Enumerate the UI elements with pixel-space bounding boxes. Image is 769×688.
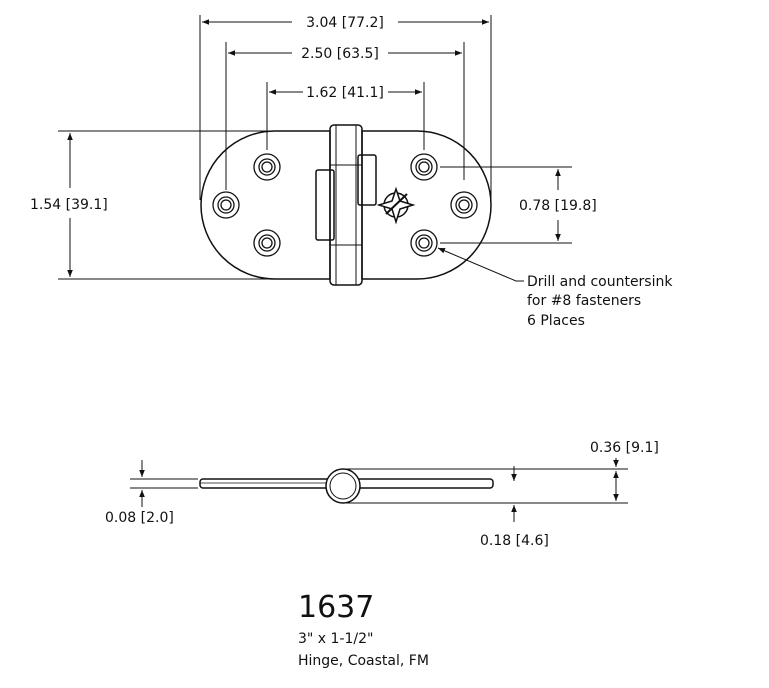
dimension-lines	[58, 15, 572, 282]
side-right-leaf	[349, 478, 494, 489]
hole-mid-right	[450, 191, 478, 219]
right-leaf	[361, 130, 492, 280]
dim-leaf-thickness: 0.08 [2.0]	[105, 510, 174, 526]
dim-overall-width: 3.04 [77.2]	[306, 15, 384, 31]
dim-knuckle-height: 0.36 [9.1]	[590, 440, 659, 456]
hole-note-line3: 6 Places	[527, 313, 585, 329]
side-knuckle	[325, 468, 361, 504]
hole-note-line1: Drill and countersink	[527, 274, 673, 290]
left-leaf	[200, 130, 331, 280]
knuckle-left-segment	[315, 169, 335, 241]
dim-inner-hole-spacing: 1.62 [41.1]	[306, 85, 384, 101]
side-left-leaf	[199, 478, 333, 489]
hole-lower-right	[410, 229, 438, 257]
hole-note-line2: for #8 fasteners	[527, 293, 641, 309]
part-number: 1637	[298, 590, 375, 625]
dim-vertical-hole-spacing: 0.78 [19.8]	[519, 198, 597, 214]
logo-star-icon	[376, 186, 416, 225]
knuckle-right-segment	[357, 154, 377, 206]
knuckle-pin	[329, 124, 363, 286]
dim-outer-hole-spacing: 2.50 [63.5]	[301, 46, 379, 62]
part-size: 3" x 1-1/2"	[298, 631, 374, 647]
dim-knuckle-offset: 0.18 [4.6]	[480, 533, 549, 549]
hole-upper-right	[410, 153, 438, 181]
hole-upper-left	[253, 153, 281, 181]
dim-overall-height: 1.54 [39.1]	[30, 197, 108, 213]
countersunk-holes	[212, 153, 478, 257]
part-description: Hinge, Coastal, FM	[298, 653, 429, 669]
hinge-top-view	[200, 124, 492, 286]
side-dimension-lines	[130, 458, 628, 522]
hinge-side-view	[199, 468, 494, 504]
hole-lower-left	[253, 229, 281, 257]
hole-mid-left	[212, 191, 240, 219]
